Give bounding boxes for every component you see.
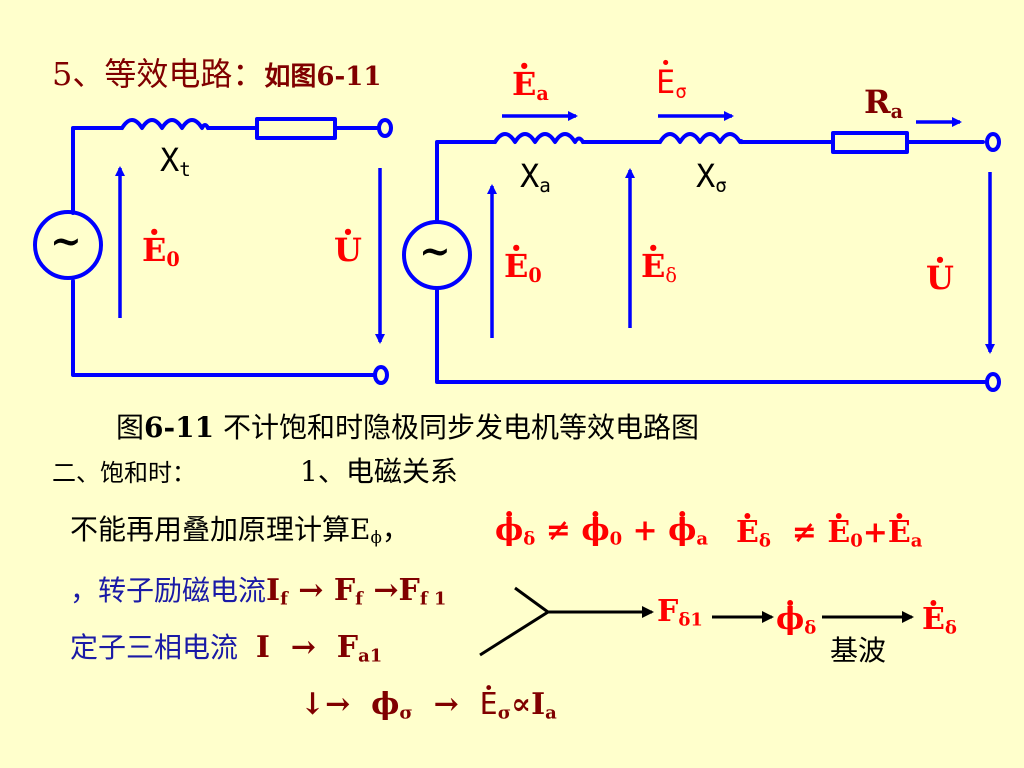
circuit2-source-symbol: ~	[419, 228, 451, 273]
heading-ref: 如图6-11	[264, 62, 382, 92]
heading-number: 5、等效电路：	[52, 55, 265, 93]
circuit1-resistor	[255, 117, 337, 140]
circuit1-e0-label: E0	[142, 234, 180, 269]
circuit2-e0-label: E0	[504, 250, 542, 285]
circuit1-u-label: U	[334, 234, 362, 266]
circuit2-ra-label: Ra	[864, 83, 904, 123]
circuit1-source-symbol: ~	[50, 218, 82, 263]
circuit1-wires	[71, 126, 380, 377]
circuit1-ac-source	[33, 210, 103, 280]
circuit2-terminal-top	[985, 132, 1001, 152]
circuit2-xa-label: Xa	[520, 157, 551, 197]
circuit2-xsigma-label: Xσ	[696, 157, 727, 197]
section-title: 二、饱和时：	[52, 459, 196, 487]
circuit2-inductor-xsigma	[658, 132, 744, 144]
figure-caption: 图6-11 不计饱和时隐极同步发电机等效电路图	[116, 411, 699, 444]
circuit2-ac-source	[402, 220, 472, 290]
heading: 5、等效电路：如图6-11	[52, 58, 381, 90]
circuit2-wires	[435, 140, 987, 384]
circuit2-edelta-label: Eδ	[641, 250, 677, 285]
line1-e-relation: Eδ ≠ E0+Ea	[736, 518, 922, 551]
circuit1-terminal-bottom	[373, 365, 389, 385]
circuit1-xt-label: Xt	[160, 141, 191, 181]
line3: 定子三相电流 I → Fa1	[70, 630, 383, 667]
circuit1-terminal-top	[377, 118, 393, 138]
circuit1-inductor-xt	[120, 118, 210, 130]
chain-phidelta: ϕδ	[776, 605, 816, 638]
chain-edelta: Eδ	[922, 605, 957, 638]
circuit2-ea-label: Ea	[512, 68, 549, 103]
chain-fundamental-label: 基波	[830, 634, 887, 667]
merge-lines	[479, 586, 551, 657]
line1-phi-relation: ϕδ ≠ ϕ0 + ϕa	[495, 516, 708, 549]
line4: ↓→ ϕσ → Eσ∝Ia	[300, 690, 557, 723]
circuit2-esigma-label: Eσ	[656, 66, 687, 101]
circuit2-resistor-ra	[831, 131, 909, 154]
section-subtitle: 1、电磁关系	[300, 455, 458, 488]
circuit2-inductor-xa	[493, 132, 585, 144]
chain-fdelta1: Fδ1	[657, 594, 703, 631]
circuit2-u-label: U	[926, 262, 954, 294]
line1: 不能再用叠加原理计算Eϕ，	[70, 513, 410, 548]
line2: ，转子励磁电流If → Ff →Ff 1	[70, 573, 447, 610]
circuit2-terminal-bottom	[985, 372, 1001, 392]
